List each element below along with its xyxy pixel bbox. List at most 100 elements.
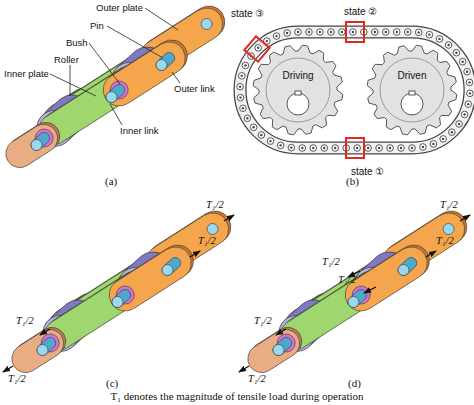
- chain-roller: [299, 145, 306, 152]
- chain-pin: [432, 143, 434, 145]
- figure-caption: T₁ denotes the magnitude of tensile load…: [0, 391, 474, 402]
- chain-pin: [334, 147, 336, 149]
- chain-pin: [257, 47, 259, 49]
- sprocket-hub: [401, 93, 423, 115]
- chain-pin: [407, 31, 409, 33]
- chain-roller: [420, 144, 427, 151]
- chain-roller: [398, 145, 405, 152]
- chain-roller: [237, 94, 244, 101]
- sprocket-rim: [380, 58, 444, 122]
- chain-pin: [447, 44, 449, 46]
- chain-pin: [428, 33, 430, 35]
- part-label: Inner link: [120, 126, 159, 136]
- sprocket-teeth: [253, 45, 343, 135]
- chain-roller: [250, 124, 257, 131]
- chain-pin: [466, 71, 468, 73]
- pin-face: [112, 297, 123, 308]
- chain-roller: [365, 145, 372, 152]
- chain-pin: [422, 146, 424, 148]
- pin-end: [201, 19, 212, 30]
- chain-pin: [385, 31, 387, 33]
- chain-pin: [279, 144, 281, 146]
- chain-pin: [411, 147, 413, 149]
- outer-plate-stub: [12, 329, 64, 372]
- leader-line: [172, 72, 180, 83]
- chain-pin: [352, 31, 354, 33]
- chain-roller: [273, 33, 280, 40]
- chain-pin: [469, 92, 471, 94]
- load-label: T₁/2: [248, 374, 266, 385]
- chain-pin: [260, 134, 262, 136]
- chain-roller: [238, 73, 245, 80]
- chain-roller: [387, 145, 394, 152]
- state-marker: state ③: [245, 37, 269, 61]
- chain-roller: [440, 136, 447, 143]
- chain-pin: [330, 31, 332, 33]
- outer-plate: [109, 247, 191, 311]
- pin-body: [273, 337, 292, 355]
- force-arrow: [3, 366, 13, 372]
- chain-roller: [295, 29, 302, 36]
- chain-pin: [417, 31, 419, 33]
- state-label: state ③: [231, 9, 264, 19]
- chain-roller: [465, 101, 472, 108]
- pin-body: [112, 289, 131, 307]
- chain-pin: [356, 147, 358, 149]
- panel-letter: (c): [106, 378, 118, 389]
- force-arrow: [224, 215, 234, 221]
- chain-roller: [466, 79, 473, 86]
- pin-body: [398, 257, 417, 275]
- chain-roller: [237, 83, 244, 90]
- pin-face: [273, 345, 284, 356]
- chain-roller: [372, 29, 379, 36]
- chain-pin: [242, 107, 244, 109]
- chain-pin: [374, 31, 376, 33]
- chain-roller: [459, 58, 466, 65]
- chain-roller: [456, 121, 463, 128]
- outer-plate-stub: [6, 124, 58, 167]
- state-frame-outline: [244, 36, 269, 61]
- chain-pin: [308, 31, 310, 33]
- chain-pin: [458, 123, 460, 125]
- state-frame: [245, 37, 269, 61]
- chain-roller: [310, 145, 317, 152]
- chain-roller: [467, 90, 474, 97]
- pin-face: [348, 297, 359, 308]
- chain-pin: [378, 147, 380, 149]
- chain-link-assembly: [6, 6, 225, 168]
- panel-letter: (b): [346, 176, 359, 187]
- load-label: T₁/2: [338, 275, 356, 286]
- pin-body: [106, 84, 125, 102]
- sprocket-key: [295, 91, 301, 95]
- chain-roller: [328, 29, 335, 36]
- chain-link-load-case: [239, 211, 470, 373]
- part-label: Roller: [54, 55, 79, 65]
- state-label: state ②: [344, 7, 377, 17]
- chain-pin: [312, 147, 314, 149]
- sprocket-label: Driving: [252, 71, 344, 81]
- chain-roller: [376, 145, 383, 152]
- chain-roller: [404, 29, 411, 36]
- chain-pin: [246, 117, 248, 119]
- outer-plate-stub: [248, 329, 300, 372]
- pin-face: [162, 265, 173, 276]
- pin-face: [156, 60, 167, 71]
- load-label: T₁/2: [436, 236, 454, 247]
- sprocket: Driven: [366, 44, 458, 136]
- load-label: T₁/2: [206, 200, 224, 211]
- part-label: Pin: [90, 21, 104, 31]
- chain-drive: [237, 29, 473, 152]
- chain-pin: [323, 147, 325, 149]
- state-marker: state ①: [345, 137, 365, 159]
- sprocket-label: Driven: [366, 71, 458, 81]
- sprocket-rim: [266, 58, 330, 122]
- pin-body: [31, 132, 50, 150]
- chain-plates: [240, 32, 470, 148]
- chain-pin: [239, 85, 241, 87]
- chain-roller: [415, 29, 422, 36]
- force-arrow: [276, 329, 286, 335]
- sprocket-teeth: [367, 45, 457, 135]
- chain-roller: [382, 29, 389, 36]
- chain-roller: [317, 29, 324, 36]
- chain-pin: [252, 126, 254, 128]
